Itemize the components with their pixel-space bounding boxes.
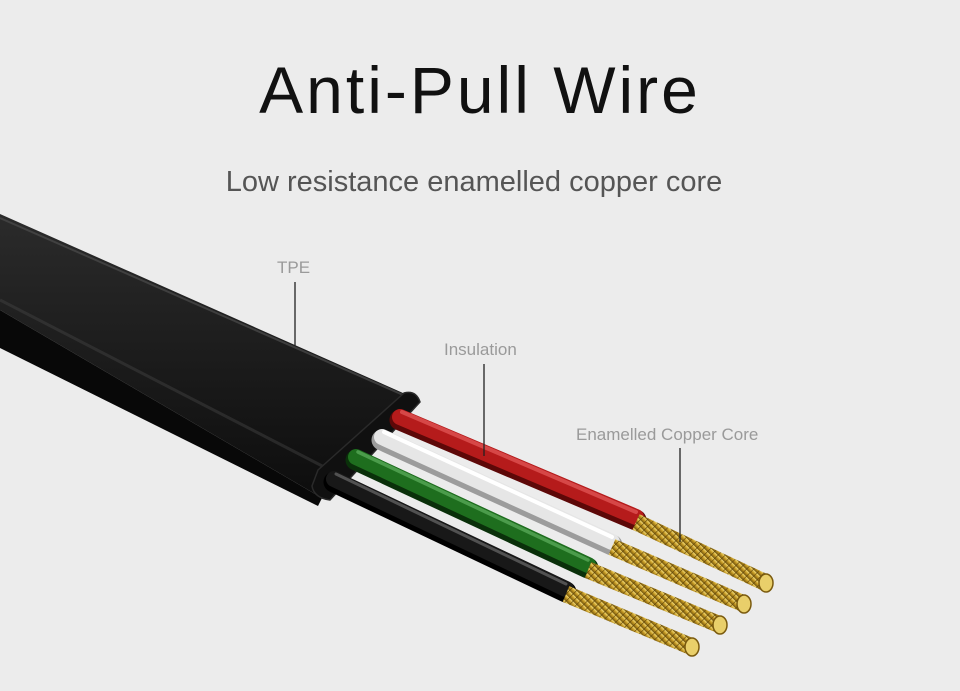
wire-black xyxy=(323,471,577,603)
page-title: Anti-Pull Wire xyxy=(259,53,701,127)
copper-cores xyxy=(562,514,774,657)
wire-white xyxy=(371,429,623,556)
insulation-label: Insulation xyxy=(444,340,517,359)
wire-red xyxy=(389,409,647,531)
tpe-label: TPE xyxy=(277,258,311,277)
page-subtitle: Low resistance enamelled copper core xyxy=(225,166,723,198)
copper-core-label: Enamelled Copper Core xyxy=(576,425,759,444)
wire-green xyxy=(345,449,599,579)
